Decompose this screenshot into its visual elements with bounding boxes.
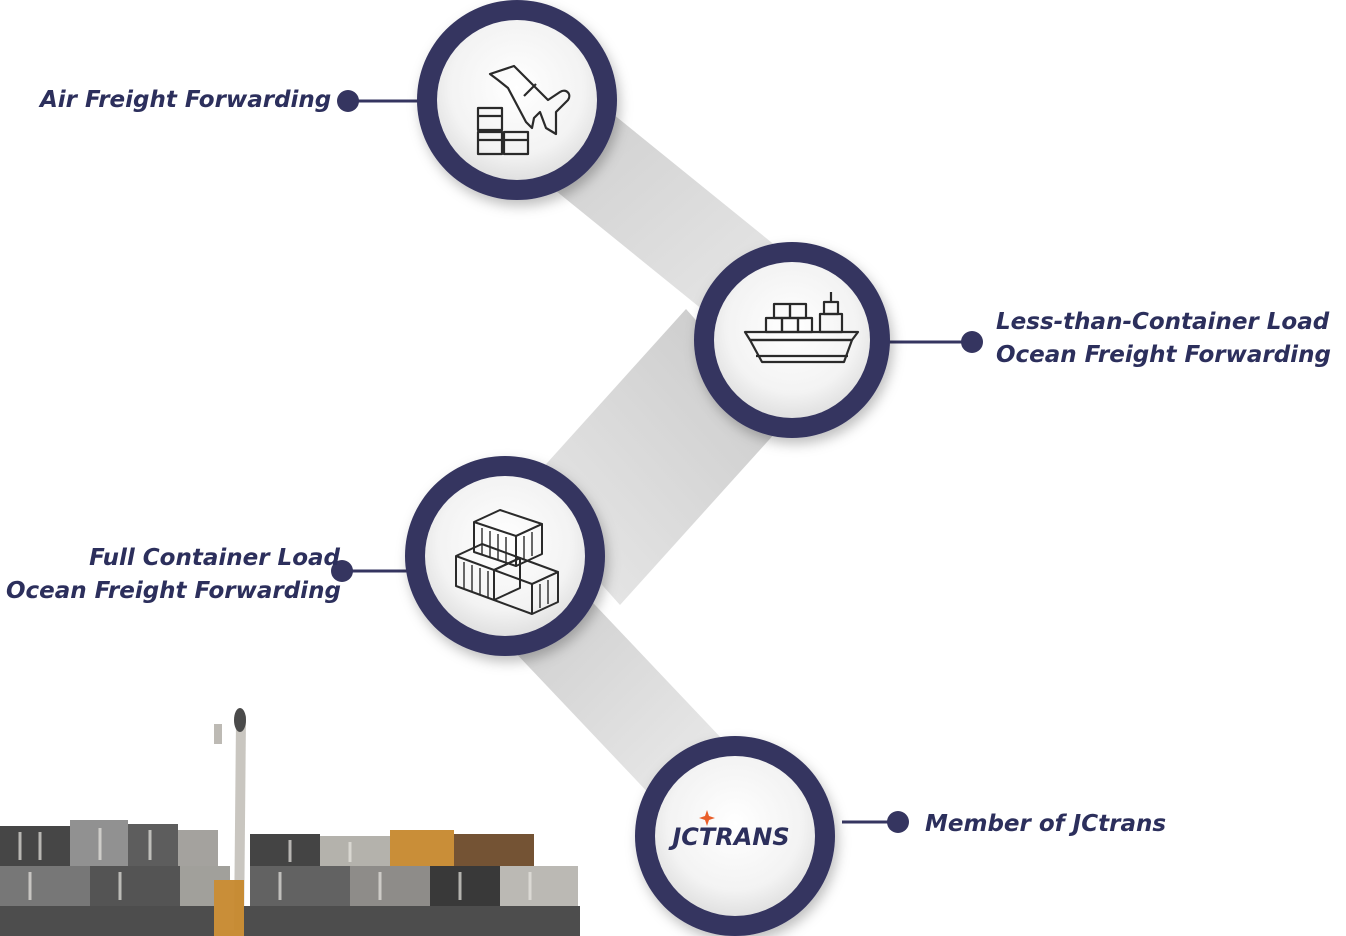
leader-dot (887, 811, 909, 833)
service-node-member (635, 736, 835, 936)
leader-dots (331, 90, 983, 833)
service-node-fcl (405, 456, 605, 656)
label-line: Member of JCtrans (925, 811, 1167, 837)
label-line: Ocean Freight Forwarding (6, 578, 341, 604)
label-member-jctrans: Member of JCtrans (925, 808, 1185, 841)
stacked-containers-icon (455, 509, 559, 615)
jctrans-logo: JCTRANS (668, 810, 790, 851)
cargo-ship-icon (743, 292, 860, 364)
label-line: Ocean Freight Forwarding (996, 342, 1331, 368)
label-fcl-ocean-freight: Full Container Load Ocean Freight Forwar… (6, 542, 341, 608)
leader-dot (961, 331, 983, 353)
service-node-air (417, 0, 617, 200)
label-line: Full Container Load (89, 545, 340, 571)
leader-dot (331, 560, 353, 582)
container-port-illustration (0, 708, 580, 936)
star-icon (699, 810, 715, 826)
leader-dot (337, 90, 359, 112)
label-line: Less-than-Container Load (996, 309, 1330, 335)
label-air-freight: Air Freight Forwarding (40, 84, 332, 117)
label-lcl-ocean-freight: Less-than-Container Load Ocean Freight F… (996, 306, 1336, 372)
plane-with-boxes-icon (476, 64, 571, 156)
label-line: Air Freight Forwarding (40, 87, 332, 113)
jctrans-logo-text: JCTRANS (668, 823, 789, 851)
